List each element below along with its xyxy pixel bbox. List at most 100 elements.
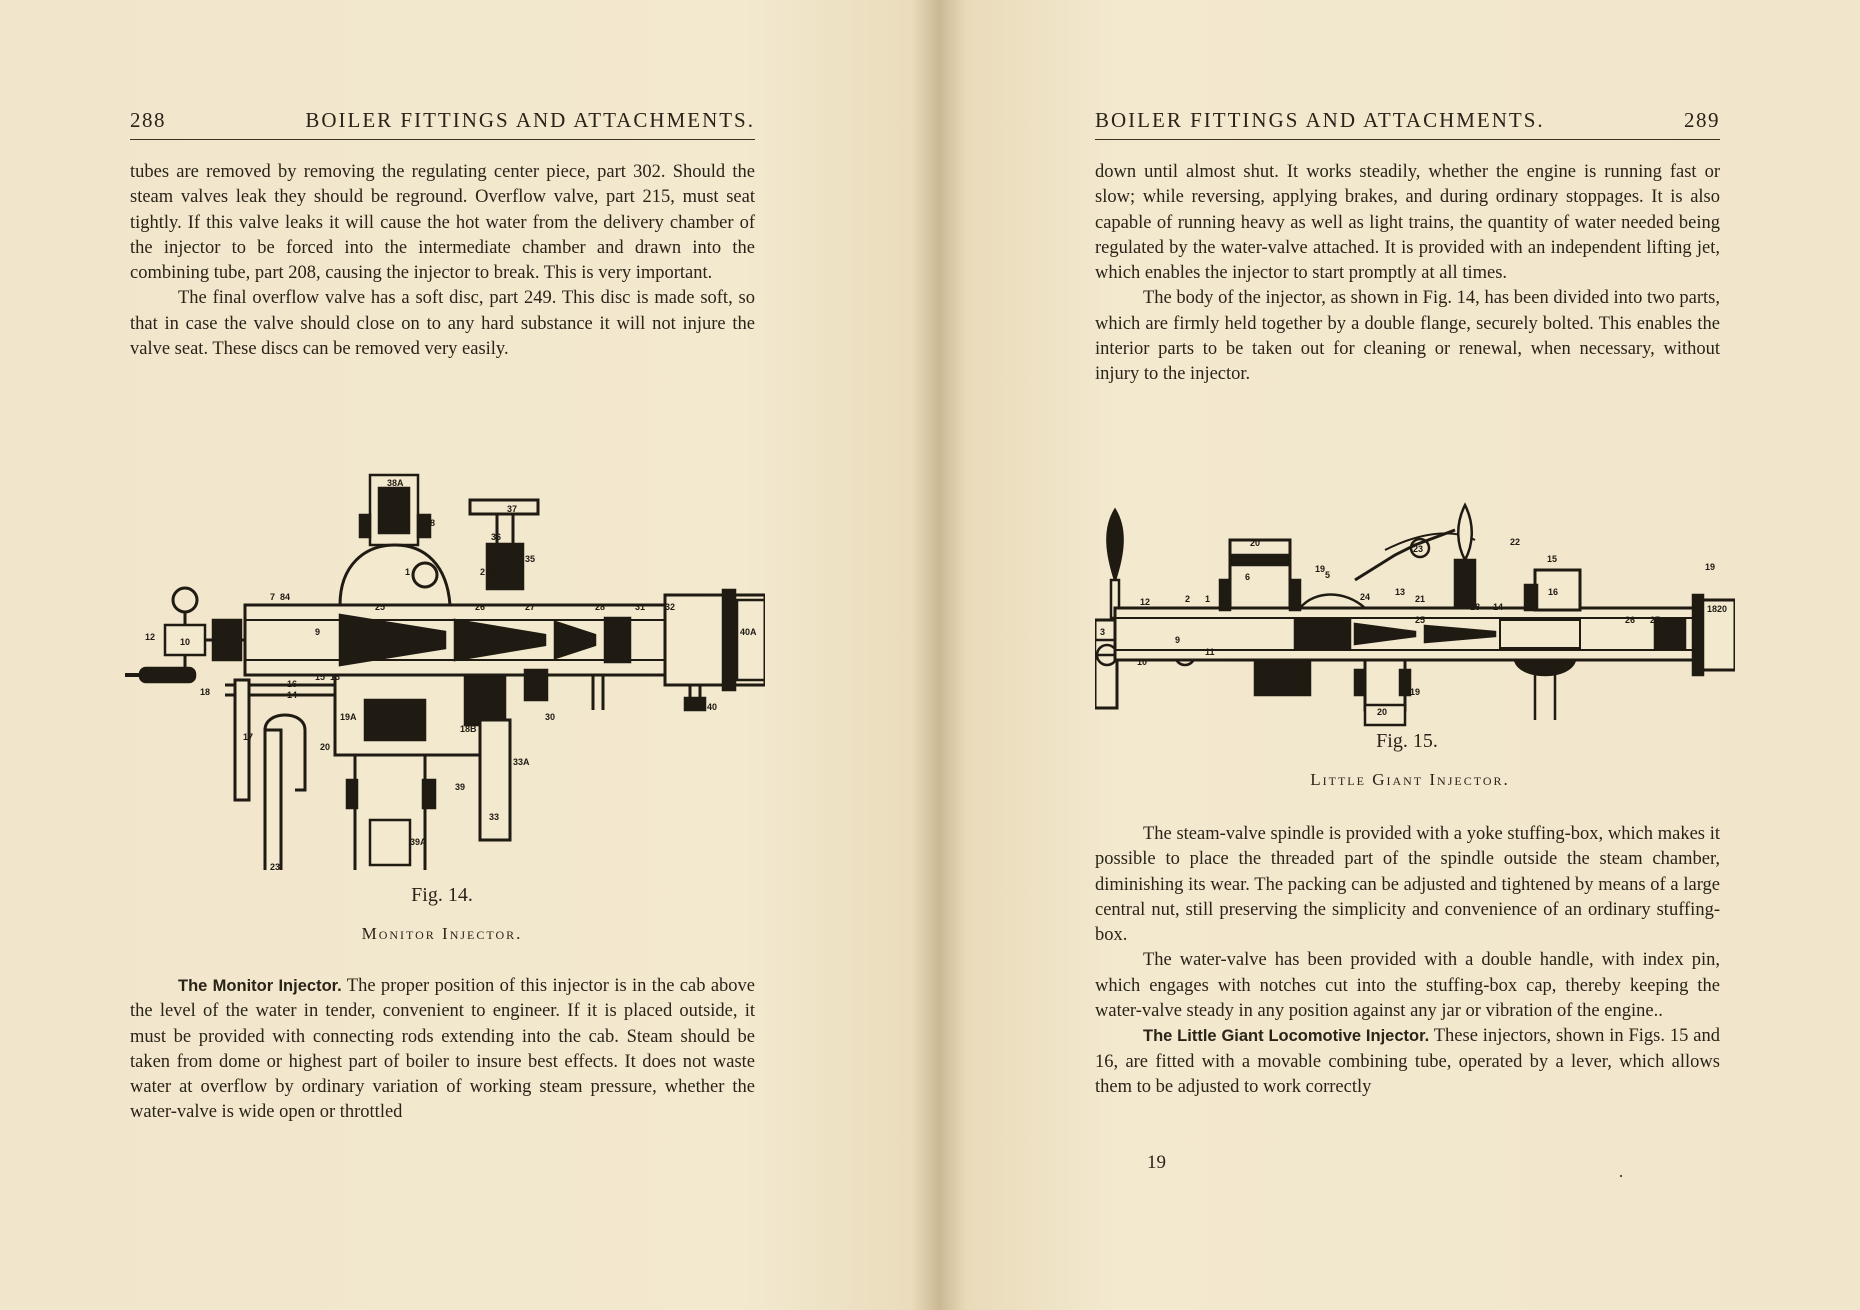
svg-text:27: 27 (1650, 615, 1660, 625)
svg-text:19: 19 (1410, 687, 1420, 697)
svg-text:10: 10 (180, 637, 190, 647)
right-top-text: down until almost shut. It works steadil… (1095, 160, 1720, 388)
left-paragraph-1: tubes are removed by removing the regula… (130, 162, 755, 284)
svg-text:22: 22 (1510, 537, 1520, 547)
svg-text:26: 26 (1625, 615, 1635, 625)
svg-text:16: 16 (287, 679, 297, 689)
right-bottom-text: The steam-valve spindle is provided with… (1095, 822, 1720, 1100)
svg-text:15: 15 (315, 672, 325, 682)
left-running-title: BOILER FITTINGS AND ATTACHMENTS. (305, 108, 755, 132)
right-page-number: 289 (1684, 108, 1720, 132)
svg-text:28: 28 (595, 602, 605, 612)
svg-text:18B: 18B (460, 724, 477, 734)
fig-14-caption: Monitor Injector. (361, 924, 523, 943)
svg-text:25: 25 (375, 602, 385, 612)
svg-text:20: 20 (1717, 604, 1727, 614)
monitor-injector-heading: The Monitor Injector. (178, 977, 342, 995)
right-running-title: BOILER FITTINGS AND ATTACHMENTS. (1095, 108, 1545, 132)
right-paragraph-3: The steam-valve spindle is provided with… (1095, 824, 1720, 946)
svg-text:40A: 40A (740, 627, 757, 637)
svg-text:2: 2 (480, 567, 485, 577)
svg-text:15: 15 (1547, 554, 1557, 564)
left-bottom-text: The Monitor Injector. The proper positio… (130, 974, 755, 1126)
svg-text:33: 33 (489, 812, 499, 822)
svg-text:40: 40 (707, 702, 717, 712)
svg-text:31: 31 (635, 602, 645, 612)
svg-text:27: 27 (525, 602, 535, 612)
left-page-number: 288 (130, 108, 166, 132)
svg-text:26: 26 (475, 602, 485, 612)
svg-text:12: 12 (145, 632, 155, 642)
svg-text:16: 16 (1548, 587, 1558, 597)
left-page: 288 BOILER FITTINGS AND ATTACHMENTS. tub… (125, 0, 765, 1310)
svg-text:1: 1 (405, 567, 410, 577)
svg-text:19: 19 (1705, 562, 1715, 572)
svg-text:17: 17 (1535, 667, 1545, 677)
svg-text:13: 13 (330, 672, 340, 682)
svg-text:6: 6 (1245, 572, 1250, 582)
left-paragraph-2: The final overflow valve has a soft disc… (130, 288, 755, 360)
svg-text:35: 35 (525, 554, 535, 564)
svg-text:38A: 38A (387, 478, 404, 488)
svg-text:32: 32 (665, 602, 675, 612)
little-giant-heading: The Little Giant Locomotive Injector. (1143, 1027, 1430, 1046)
svg-text:39A: 39A (410, 837, 427, 847)
svg-text:18: 18 (1707, 604, 1717, 614)
svg-text:7: 7 (270, 592, 275, 602)
svg-text:8: 8 (280, 592, 285, 602)
right-paragraph-4: The water-valve has been provided with a… (1095, 950, 1720, 1022)
svg-text:9: 9 (1175, 635, 1180, 645)
svg-text:38: 38 (425, 518, 435, 528)
right-paragraph-1: down until almost shut. It works steadil… (1095, 162, 1720, 284)
svg-text:33A: 33A (513, 757, 530, 767)
svg-text:39: 39 (455, 782, 465, 792)
fig-15-caption: Little Giant Injector. (1310, 770, 1510, 789)
svg-text:37: 37 (507, 504, 517, 514)
signature-mark: 19 (1147, 1152, 1166, 1173)
svg-text:14: 14 (287, 690, 297, 700)
svg-text:9: 9 (315, 627, 320, 637)
little-giant-text: These injectors, shown in Figs. 15 and 1… (1095, 1026, 1720, 1097)
svg-text:30: 30 (545, 712, 555, 722)
svg-text:19: 19 (1315, 564, 1325, 574)
svg-text:19A: 19A (340, 712, 357, 722)
svg-text:24: 24 (1360, 592, 1370, 602)
svg-text:21: 21 (1415, 594, 1425, 604)
svg-text:11: 11 (160, 672, 170, 682)
left-running-head: 288 BOILER FITTINGS AND ATTACHMENTS. (130, 108, 755, 140)
svg-text:13: 13 (1395, 587, 1405, 597)
svg-text:1: 1 (1205, 594, 1210, 604)
svg-text:23: 23 (270, 862, 280, 870)
svg-text:18: 18 (1470, 602, 1480, 612)
left-top-text: tubes are removed by removing the regula… (130, 160, 755, 362)
fig-15-label: Fig. 15. (1376, 730, 1438, 752)
svg-text:20: 20 (1377, 707, 1387, 717)
svg-text:4: 4 (285, 592, 290, 602)
svg-text:2: 2 (1185, 594, 1190, 604)
svg-text:3: 3 (490, 567, 495, 577)
svg-text:12: 12 (1140, 597, 1150, 607)
svg-text:5: 5 (1325, 570, 1330, 580)
svg-text:25: 25 (1415, 615, 1425, 625)
svg-text:10: 10 (1137, 657, 1147, 667)
svg-text:23: 23 (1413, 544, 1423, 554)
fig-14-label: Fig. 14. (411, 884, 473, 906)
svg-text:36: 36 (491, 532, 501, 542)
monitor-injector-text: The proper position of this injector is … (130, 976, 755, 1123)
svg-text:20: 20 (1250, 538, 1260, 548)
svg-text:20: 20 (320, 742, 330, 752)
svg-text:3: 3 (1100, 627, 1105, 637)
right-page: BOILER FITTINGS AND ATTACHMENTS. 289 dow… (1095, 0, 1735, 1310)
svg-text:11: 11 (1205, 647, 1215, 657)
svg-text:14: 14 (1493, 602, 1503, 612)
ink-speck (1620, 1175, 1622, 1177)
right-running-head: BOILER FITTINGS AND ATTACHMENTS. 289 (1095, 108, 1720, 140)
svg-text:17: 17 (243, 732, 253, 742)
right-paragraph-2: The body of the injector, as shown in Fi… (1095, 288, 1720, 385)
svg-text:19: 19 (380, 712, 390, 722)
svg-text:18: 18 (200, 687, 210, 697)
svg-text:4: 4 (1455, 592, 1460, 602)
